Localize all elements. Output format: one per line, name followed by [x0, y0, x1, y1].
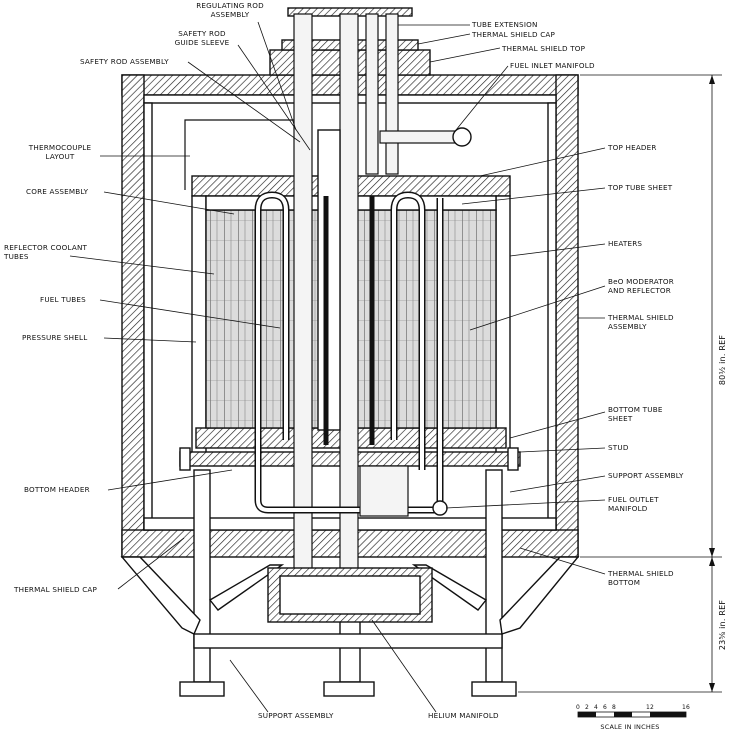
label-line: TOP TUBE SHEET: [607, 183, 673, 192]
label-line: THERMAL SHIELD: [607, 569, 674, 578]
label-line: ASSEMBLY: [211, 10, 250, 19]
label-line: STUD: [608, 443, 629, 452]
label-line: THERMOCOUPLE: [28, 143, 92, 152]
label-core-assembly: CORE ASSEMBLY: [26, 187, 89, 196]
label-line: REFLECTOR COOLANT: [4, 243, 88, 252]
label-line: HELIUM MANIFOLD: [428, 711, 499, 720]
dimension-lower: 23⅝ in. REF: [718, 600, 727, 650]
label-line: CORE ASSEMBLY: [26, 187, 89, 196]
label-heaters: HEATERS: [608, 239, 642, 248]
scale-tick-label: 12: [646, 704, 654, 711]
dimension-lines: 80½ in. REF 23⅝ in. REF: [518, 74, 727, 693]
label-line: TUBES: [3, 252, 29, 261]
label-line: SUPPORT ASSEMBLY: [608, 471, 684, 480]
scale-caption: SCALE IN INCHES: [600, 723, 659, 731]
label-line: TOP HEADER: [607, 143, 657, 152]
label-support-assembly-bottom: SUPPORT ASSEMBLY: [258, 711, 334, 720]
fuel-outlet-manifold: [254, 465, 448, 517]
label-line: BOTTOM: [608, 578, 640, 587]
label-line: GUIDE SLEEVE: [175, 38, 230, 47]
label-line: THERMAL SHIELD CAP: [471, 30, 556, 39]
support-assembly: [120, 469, 580, 697]
fuel-tubes: [254, 191, 444, 505]
label-fuel-inlet-manifold: FUEL INLET MANIFOLD: [510, 61, 595, 70]
label-line: REGULATING ROD: [196, 1, 264, 10]
label-pressure-shell: PRESSURE SHELL: [22, 333, 87, 342]
label-line: SAFETY ROD ASSEMBLY: [80, 57, 169, 66]
label-line: ASSEMBLY: [608, 322, 647, 331]
label-line: AND REFLECTOR: [608, 286, 671, 295]
label-support-assembly-right: SUPPORT ASSEMBLY: [608, 471, 684, 480]
label-line: MANIFOLD: [608, 504, 648, 513]
scale-tick-label: 0: [576, 704, 580, 711]
label-line: SAFETY ROD: [178, 29, 226, 38]
label-stud: STUD: [608, 443, 629, 452]
callout-leaders: [69, 21, 606, 713]
scale-tick-label: 2: [585, 704, 589, 711]
label-fuel-tubes: FUEL TUBES: [40, 295, 86, 304]
label-line: BOTTOM TUBE: [608, 405, 663, 414]
label-line: FUEL OUTLET: [608, 495, 659, 504]
label-safety-rod-assembly: SAFETY ROD ASSEMBLY: [80, 57, 169, 66]
label-thermal-shield-cap-top: THERMAL SHIELD CAP: [471, 30, 556, 39]
label-line: FUEL INLET MANIFOLD: [510, 61, 595, 70]
label-thermal-shield-top: THERMAL SHIELD TOP: [501, 44, 586, 53]
label-top-header: TOP HEADER: [607, 143, 657, 152]
label-line: THERMAL SHIELD: [607, 313, 674, 322]
helium-manifold: [267, 567, 433, 623]
label-line: FUEL TUBES: [40, 295, 86, 304]
scale-tick-label: 4: [594, 704, 598, 711]
label-line: THERMAL SHIELD CAP: [13, 585, 98, 594]
label-line: BOTTOM HEADER: [24, 485, 90, 494]
label-top-tube-sheet: TOP TUBE SHEET: [607, 183, 673, 192]
label-bottom-header: BOTTOM HEADER: [24, 485, 90, 494]
label-line: BeO MODERATOR: [608, 277, 674, 286]
label-line: LAYOUT: [45, 152, 74, 161]
scale-tick-label: 16: [682, 704, 690, 711]
label-line: PRESSURE SHELL: [22, 333, 87, 342]
label-line: SHEET: [608, 414, 633, 423]
label-line: THERMAL SHIELD TOP: [501, 44, 586, 53]
dimension-upper: 80½ in. REF: [718, 335, 727, 385]
label-line: SUPPORT ASSEMBLY: [258, 711, 334, 720]
label-line: HEATERS: [608, 239, 642, 248]
fuel-inlet-manifold: [379, 127, 472, 147]
label-helium-manifold: HELIUM MANIFOLD: [428, 711, 499, 720]
label-thermal-shield-cap-bottom: THERMAL SHIELD CAP: [13, 585, 98, 594]
label-line: TUBE EXTENSION: [471, 20, 538, 29]
label-tube-extension: TUBE EXTENSION: [471, 20, 538, 29]
scale-tick-label: 8: [612, 704, 616, 711]
scale-tick-label: 6: [603, 704, 607, 711]
